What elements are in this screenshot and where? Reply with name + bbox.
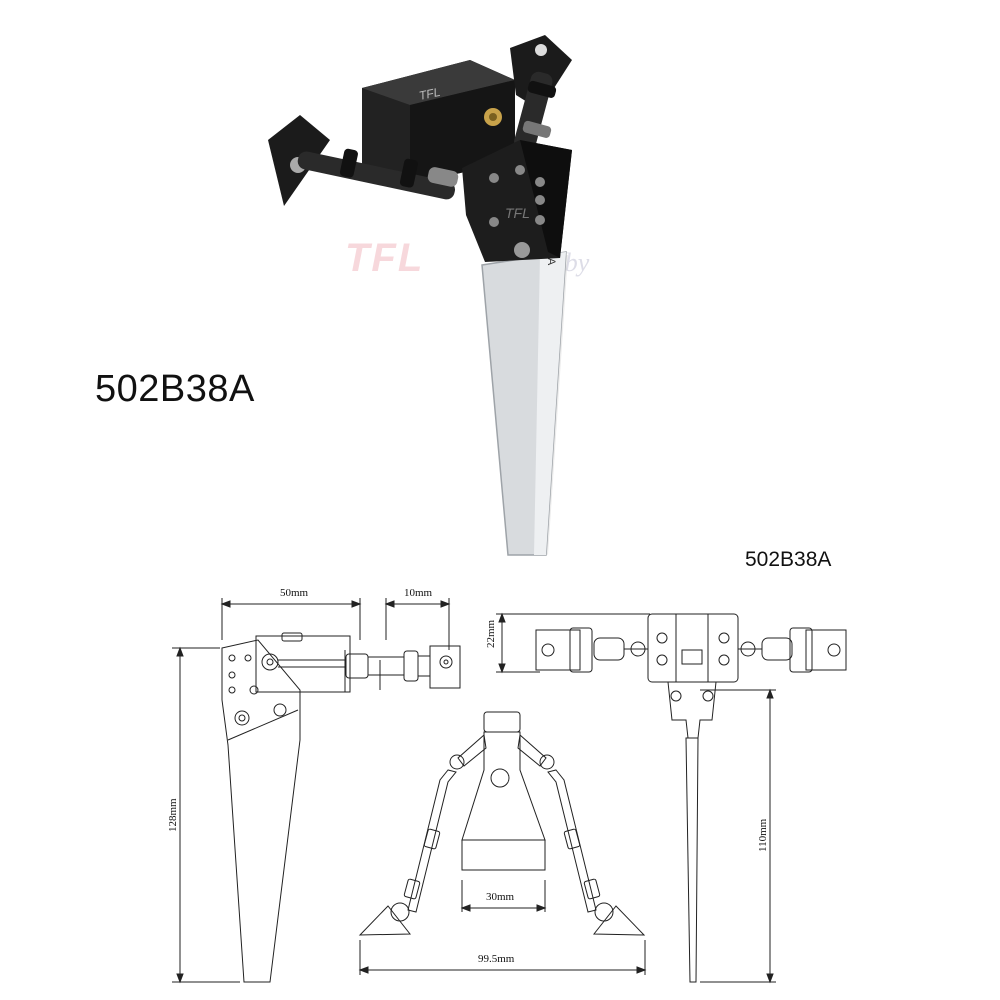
dim-total-height: 128mm <box>167 798 179 832</box>
model-code-drawing: 502B38A <box>745 548 832 571</box>
mount-plate: TFL <box>462 140 572 262</box>
rear-view <box>496 612 847 984</box>
dim-servo-arm: 50mm <box>280 587 309 599</box>
dim-span-width: 99.5mm <box>478 953 515 965</box>
left-linkage <box>268 115 459 206</box>
front-view <box>358 711 647 975</box>
plate-logo: TFL <box>505 205 530 221</box>
dim-blade-length: 110mm <box>757 818 769 852</box>
servo-logo: TFL <box>418 85 442 103</box>
dim-base-width: 30mm <box>486 891 515 903</box>
side-view <box>172 598 461 984</box>
watermark-logo: TFL <box>345 236 425 280</box>
model-code-photo: 502B38A <box>95 368 255 410</box>
dim-top-height: 22mm <box>485 619 497 648</box>
right-linkage <box>510 35 572 152</box>
dim-servo-offset: 10mm <box>404 587 433 599</box>
